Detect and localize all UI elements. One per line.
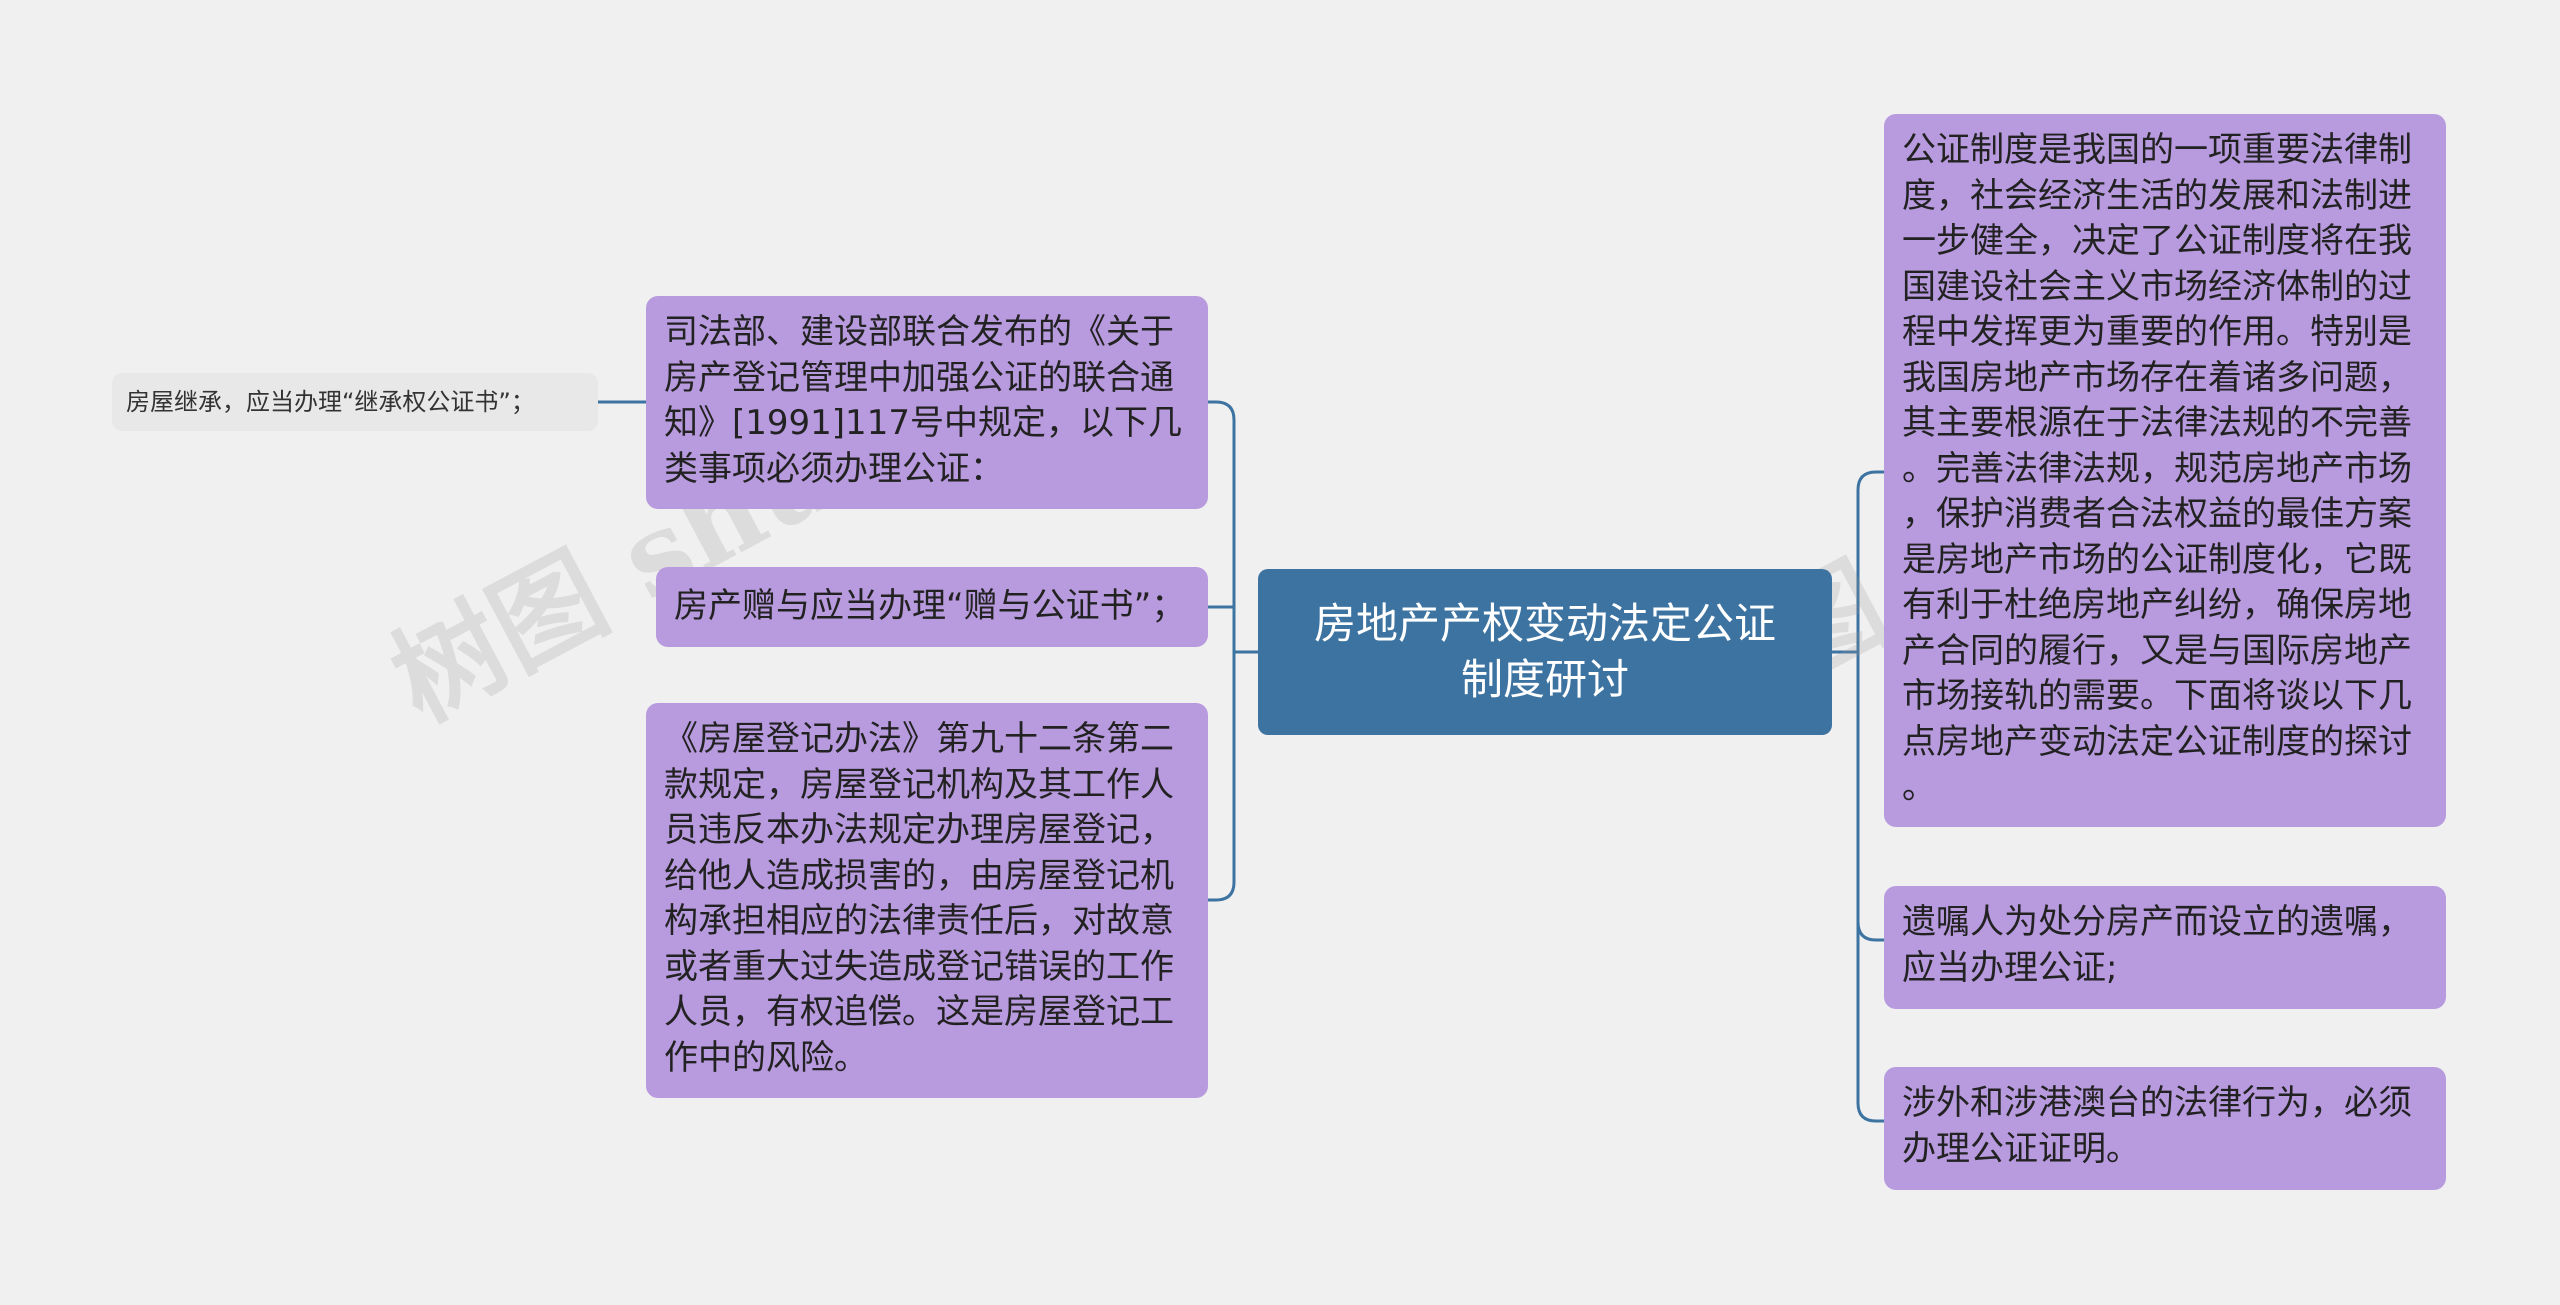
connector-left-node2 (1208, 605, 1236, 652)
root-node[interactable]: 房地产产权变动法定公证 制度研讨 (1258, 569, 1832, 735)
connector-left-node1 (1208, 400, 1236, 652)
left-node-inheritance[interactable]: 房屋继承，应当办理“继承权公证书”； (112, 373, 598, 431)
connector-right-node1 (1856, 470, 1884, 652)
right-node-notary-system[interactable]: 公证制度是我国的一项重要法律制 度，社会经济生活的发展和法制进 一步健全，决定了… (1884, 114, 2446, 827)
right-node-will[interactable]: 遗嘱人为处分房产而设立的遗嘱， 应当办理公证; (1884, 886, 2446, 1009)
left-node-gift[interactable]: 房产赠与应当办理“赠与公证书”； (656, 567, 1208, 647)
connector-right-node3 (1856, 652, 1884, 1123)
connector-left-node3 (1208, 652, 1236, 902)
left-node-registration-measures[interactable]: 《房屋登记办法》第九十二条第二 款规定，房屋登记机构及其工作人 员违反本办法规定… (646, 703, 1208, 1098)
right-node-foreign[interactable]: 涉外和涉港澳台的法律行为，必须 办理公证证明。 (1884, 1067, 2446, 1190)
left-node-notice[interactable]: 司法部、建设部联合发布的《关于 房产登记管理中加强公证的联合通 知》[1991]… (646, 296, 1208, 509)
connector-right-node2 (1856, 652, 1884, 942)
